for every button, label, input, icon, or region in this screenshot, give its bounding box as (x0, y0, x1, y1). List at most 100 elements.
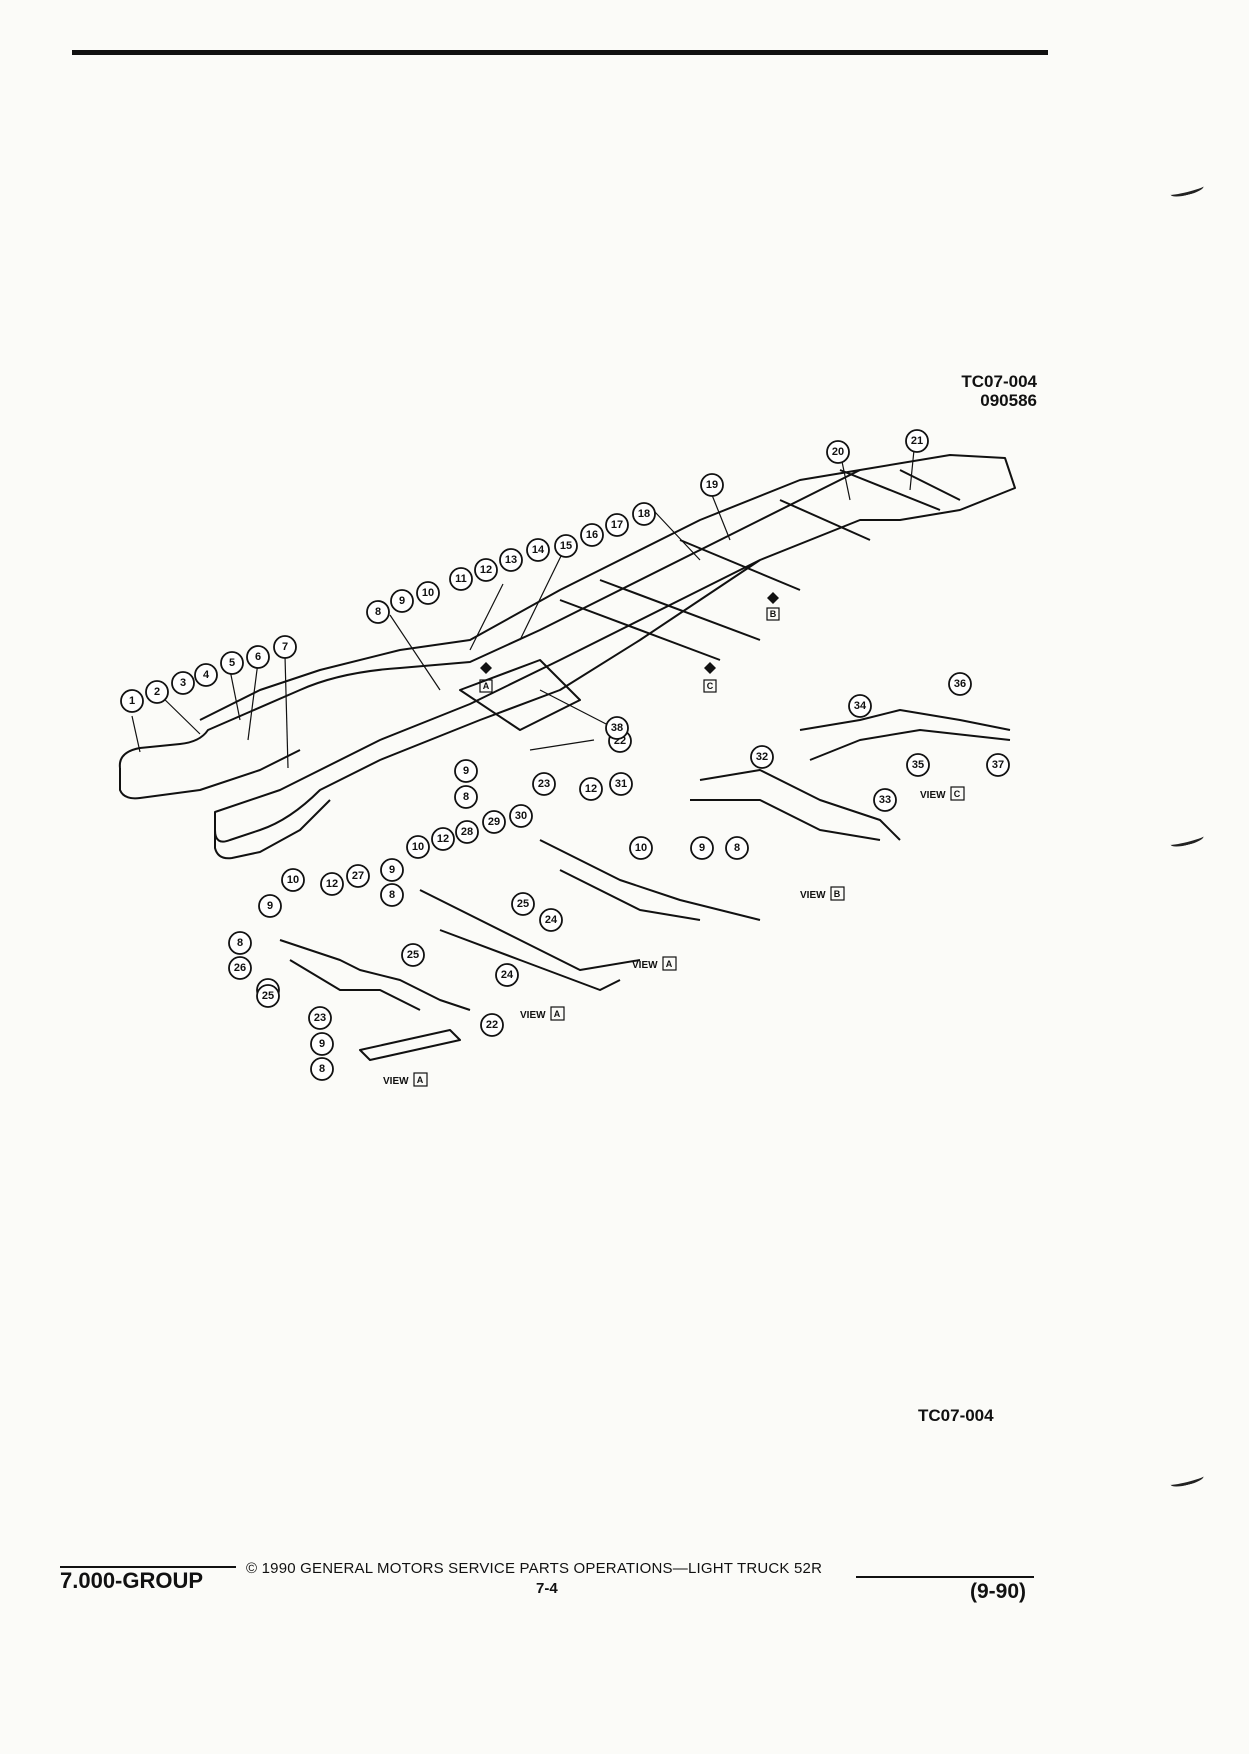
svg-text:22: 22 (486, 1019, 498, 1031)
crossmember-3 (679, 539, 801, 591)
svg-text:36: 36 (954, 678, 966, 690)
svg-text:9: 9 (399, 595, 405, 607)
view-a-middle-member-edge (439, 929, 621, 991)
callout-12: 12 (474, 558, 498, 582)
svg-text:12: 12 (585, 783, 597, 795)
callout-25-a: 25 (511, 892, 535, 916)
svg-text:25: 25 (262, 990, 274, 1002)
arrow-c-key-box (703, 679, 717, 693)
svg-text:8: 8 (389, 889, 395, 901)
svg-text:10: 10 (635, 842, 647, 854)
view-c-member (799, 709, 1011, 731)
callout-9-view-b: 9 (690, 836, 714, 860)
view-c-key-box (950, 786, 965, 801)
svg-text:26: 26 (234, 962, 246, 974)
figure-code-block: TC07-004 090586 (961, 372, 1037, 410)
figure-date-code: 090586 (980, 391, 1037, 410)
svg-text:31: 31 (615, 778, 627, 790)
callout-27: 27 (346, 864, 370, 888)
callout-25-b: 25 (401, 943, 425, 967)
front-bumper-left (119, 749, 301, 800)
callout-37: 37 (986, 753, 1010, 777)
callout-13: 13 (499, 548, 523, 572)
view-a-key-2: A (554, 1009, 561, 1019)
figure-caption: TC07-004 (918, 1406, 994, 1425)
callout-9-view-a-mid: 9 (380, 858, 404, 882)
callout-11: 11 (449, 567, 473, 591)
svg-text:34: 34 (854, 700, 867, 712)
crossmember-5 (839, 469, 941, 511)
callout-24-a: 24 (539, 908, 563, 932)
callout-6: 6 (246, 645, 270, 669)
callout-29: 29 (482, 810, 506, 834)
svg-text:27: 27 (352, 870, 364, 882)
arrow-a-key: A (483, 681, 490, 691)
front-bumper-right (214, 799, 331, 860)
view-c-label: VIEW (920, 790, 946, 801)
svg-text:9: 9 (463, 765, 469, 777)
svg-text:35: 35 (912, 759, 924, 771)
view-a-key-1: A (666, 959, 673, 969)
callout-23-view-a: 23 (308, 1006, 332, 1030)
svg-text:10: 10 (412, 841, 424, 853)
callout-30: 30 (509, 804, 533, 828)
view-a-key-box-1 (662, 956, 677, 971)
svg-text:30: 30 (515, 810, 527, 822)
svg-text:38: 38 (611, 722, 623, 734)
view-a-key-3: A (417, 1075, 424, 1085)
view-b-key-box (830, 886, 845, 901)
callout-1: 1 (120, 689, 144, 713)
leader-lines (131, 439, 916, 769)
svg-text:11: 11 (455, 573, 467, 585)
callout-22-view-a: 22 (480, 1013, 504, 1037)
svg-text:8: 8 (375, 606, 381, 618)
arrow-view-a-icon (480, 662, 492, 674)
callout-31: 31 (609, 772, 633, 796)
view-a-key-box-2 (550, 1006, 565, 1021)
callout-24-b: 24 (495, 963, 519, 987)
callout-5: 5 (220, 651, 244, 675)
callout-33: 33 (873, 788, 897, 812)
crossmember-2 (599, 579, 761, 641)
callout-12-view-a-right: 12 (579, 777, 603, 801)
view-a-drawings (279, 839, 761, 1061)
svg-text:25: 25 (517, 898, 529, 910)
crossmember-4 (779, 499, 871, 541)
svg-text:2: 2 (154, 686, 160, 698)
callout-8-main-lower: 8 (454, 785, 478, 809)
frame-rail-outline (118, 454, 1016, 843)
view-a-label-1: VIEW (632, 960, 658, 971)
callout-12-view-a-left: 12 (320, 872, 344, 896)
svg-text:21: 21 (911, 435, 923, 447)
callout-26: 26 (228, 956, 252, 980)
view-a-bracket-22 (359, 1029, 461, 1061)
svg-text:23: 23 (538, 778, 550, 790)
callout-20: 20 (826, 440, 850, 464)
svg-text:9: 9 (319, 1038, 325, 1050)
arrow-a-key-box (479, 679, 493, 693)
svg-text:20: 20 (832, 446, 844, 458)
svg-text:29: 29 (488, 816, 500, 828)
view-a-lower-member (279, 939, 471, 1011)
callout-group: 1 2 3 4 5 6 7 8 9 10 11 12 13 14 15 16 1… (120, 429, 1010, 1081)
figure-code: TC07-004 (961, 372, 1037, 391)
callout-16: 16 (580, 523, 604, 547)
footer-copyright-rule (856, 1576, 1034, 1578)
crossmember-1 (559, 599, 721, 661)
callout-28: 28 (455, 820, 479, 844)
view-a-middle-member (419, 889, 641, 971)
frame-rail-inner (199, 469, 861, 721)
svg-text:6: 6 (255, 651, 261, 663)
callout-36: 36 (948, 672, 972, 696)
svg-text:10: 10 (422, 587, 434, 599)
callout-8-view-a-bottom: 8 (310, 1057, 334, 1081)
top-rule (72, 50, 1048, 55)
callout-8-view-a-mid: 8 (380, 883, 404, 907)
callout-32: 32 (750, 745, 774, 769)
callout-14: 14 (526, 538, 550, 562)
callout-2: 2 (145, 680, 169, 704)
callout-35: 35 (906, 753, 930, 777)
crossmember-rear (899, 469, 961, 501)
svg-text:12: 12 (437, 833, 449, 845)
view-c-key: C (954, 789, 961, 799)
